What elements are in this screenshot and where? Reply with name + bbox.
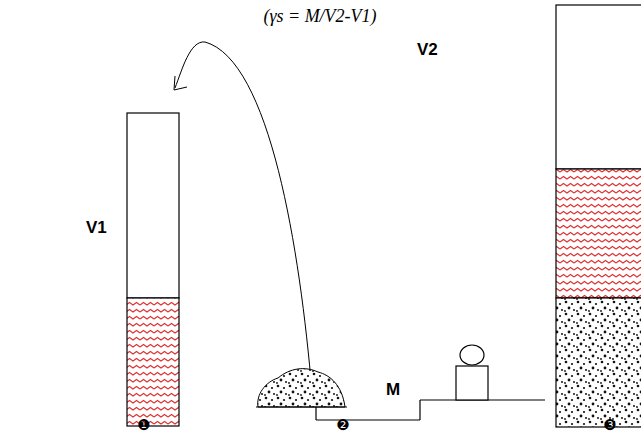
volume-label: V1 xyxy=(86,218,107,238)
balance xyxy=(256,345,545,420)
cylinder-three xyxy=(556,5,641,427)
pour-arrow xyxy=(174,42,312,392)
formula: (γs = M/V2-V1) xyxy=(263,6,376,27)
cylinder-one xyxy=(127,113,179,426)
callout-number: ❷ xyxy=(336,416,349,434)
mass-label: M xyxy=(386,380,400,400)
callout-number: ❸ xyxy=(603,416,616,434)
callout-number: ❶ xyxy=(137,416,150,434)
volume-label: V2 xyxy=(417,40,438,60)
